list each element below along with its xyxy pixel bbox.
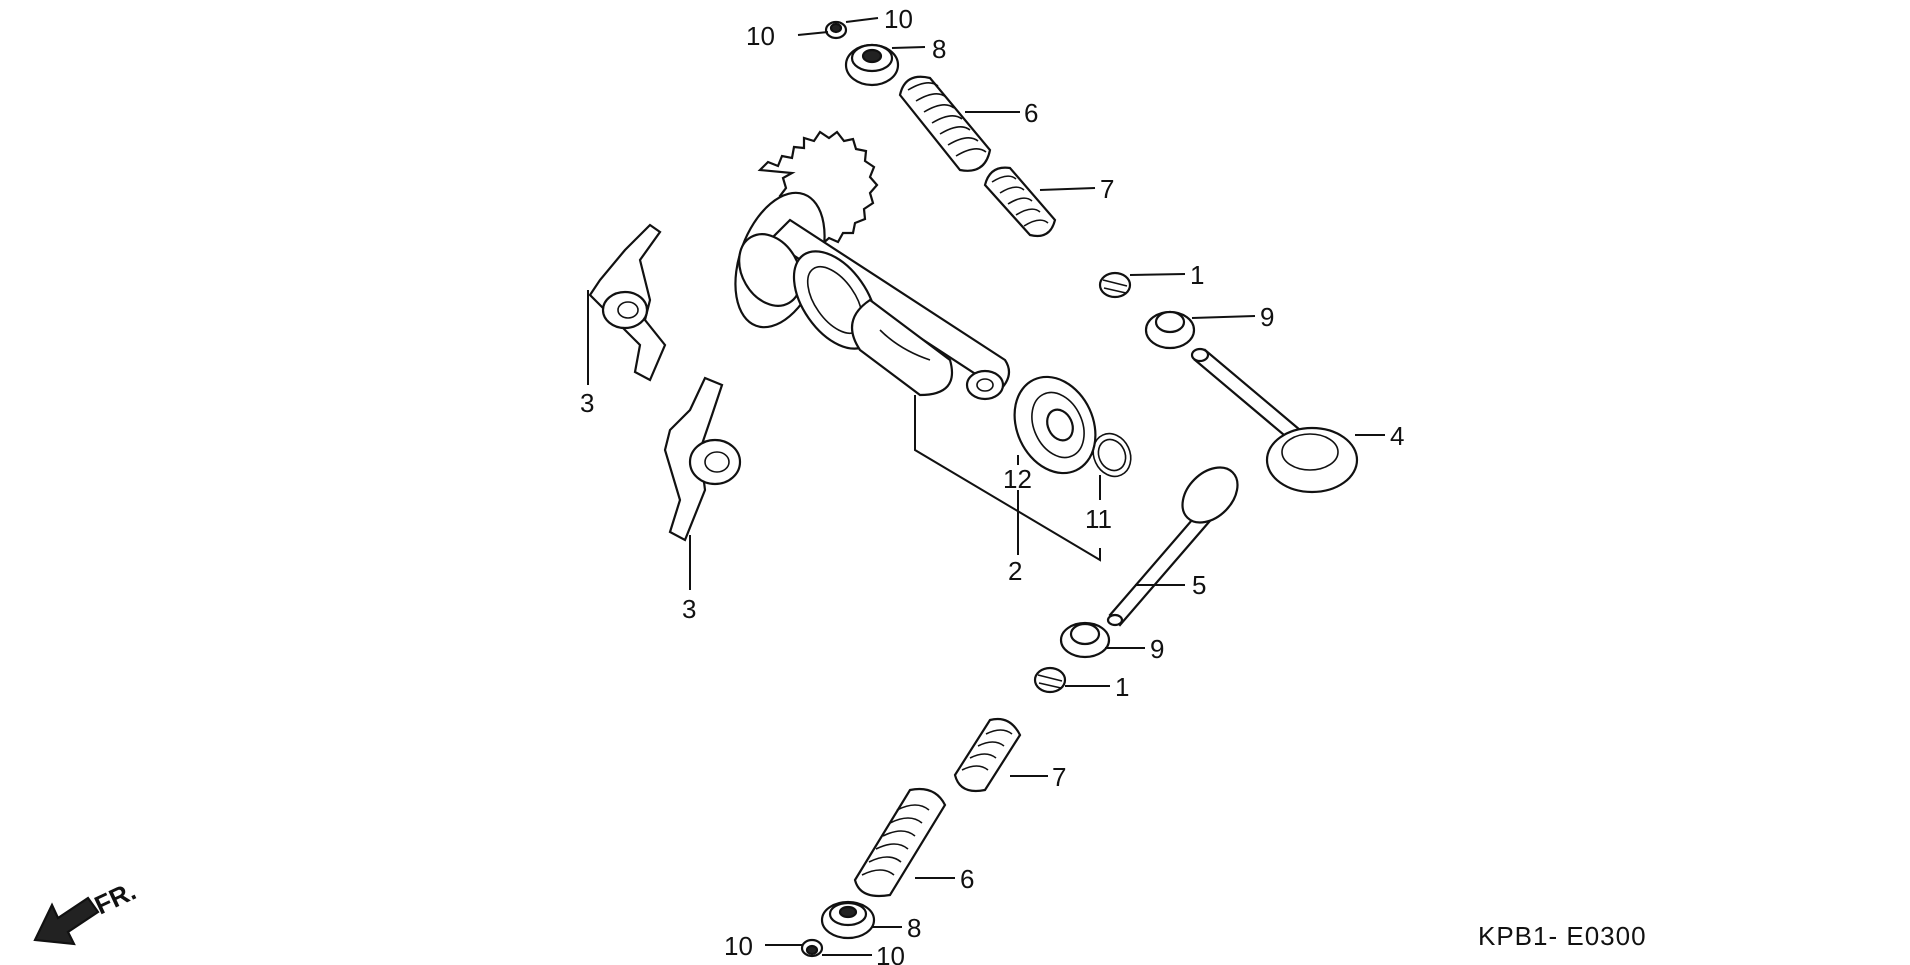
front-direction-arrow-icon xyxy=(33,896,100,946)
callout-bot-10b: 10 xyxy=(876,941,905,965)
camshaft-assembly xyxy=(734,130,1011,401)
callout-bot-1: 1 xyxy=(1115,672,1129,702)
callout-rocker-3b: 3 xyxy=(682,594,696,624)
callout-top-1: 1 xyxy=(1190,260,1204,290)
callout-top-10b: 10 xyxy=(884,4,913,34)
callout-bot-10a: 10 xyxy=(724,931,753,961)
leader-lines xyxy=(587,17,1385,956)
spring-retainer-top xyxy=(844,43,900,87)
spring-retainer-bottom xyxy=(820,900,876,940)
inner-valve-spring-bottom xyxy=(953,717,1022,793)
callout-top-8: 8 xyxy=(932,34,946,64)
callout-cam-11: 11 xyxy=(1085,504,1112,534)
callout-top-9: 9 xyxy=(1260,302,1274,332)
callout-top-4: 4 xyxy=(1390,421,1404,451)
circlip xyxy=(1092,432,1132,478)
callout-bot-8: 8 xyxy=(907,913,921,943)
rocker-arm-upper xyxy=(588,223,667,382)
callout-bot-5: 5 xyxy=(1192,570,1206,600)
inner-valve-spring-top xyxy=(983,166,1057,238)
exhaust-valve xyxy=(1190,347,1359,494)
valve-cotter-top xyxy=(824,20,848,40)
drawing-code: KPB1- E0300 xyxy=(1478,921,1647,951)
camshaft-bearing xyxy=(1013,375,1097,475)
camshaft-group-bracket xyxy=(914,395,1101,562)
callout-top-10a: 10 xyxy=(746,21,775,51)
outer-valve-spring-bottom xyxy=(853,787,947,898)
spring-seat-bottom xyxy=(1033,666,1067,694)
stem-seal-bottom xyxy=(1059,621,1111,659)
outer-valve-spring-top xyxy=(898,75,992,172)
intake-valve xyxy=(1106,466,1239,627)
callout-rocker-3a: 3 xyxy=(580,388,594,418)
rocker-arm-lower xyxy=(663,376,742,542)
stem-seal-top xyxy=(1144,310,1196,350)
valve-cotter-bottom xyxy=(800,938,824,958)
callout-bot-9: 9 xyxy=(1150,634,1164,664)
front-direction-label: FR. xyxy=(90,876,141,921)
callout-cam-12: 12 xyxy=(1003,464,1032,494)
spring-seat-top xyxy=(1098,271,1132,299)
callout-cam-2: 2 xyxy=(1008,556,1022,586)
callout-top-6: 6 xyxy=(1024,98,1038,128)
callout-bot-6: 6 xyxy=(960,864,974,894)
callout-bot-7: 7 xyxy=(1052,762,1066,792)
callout-top-7: 7 xyxy=(1100,174,1114,204)
